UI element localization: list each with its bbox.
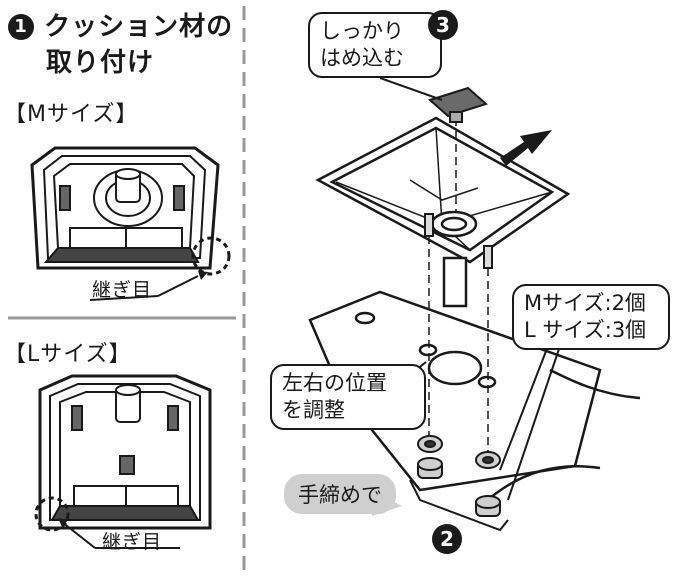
step1-title: 1 クッション材の — [8, 10, 233, 44]
m-size-tray — [30, 146, 231, 276]
step1-badge: 1 — [8, 14, 34, 40]
step3-callout: しっかり はめ込む — [308, 12, 442, 78]
step3-badge: 3 — [428, 10, 458, 40]
step1-title-line2: 取り付け — [46, 48, 155, 78]
count-line2: L サイズ:3個 — [524, 318, 647, 342]
step2-badge: 2 — [432, 524, 462, 554]
l-seam-label: 継ぎ目 — [102, 531, 163, 553]
m-seam-label: 継ぎ目 — [92, 279, 153, 301]
basin-tray — [315, 116, 571, 308]
hand-tighten-tag: 手締めで — [284, 474, 396, 514]
step3-pointer — [379, 77, 443, 101]
count-pointer-2 — [507, 345, 561, 501]
nuts — [417, 435, 501, 517]
l-seam-pointer — [61, 521, 96, 549]
direction-arrow — [500, 130, 552, 166]
count-pointer-1 — [499, 345, 549, 471]
step2-badge-wrap: 2 — [432, 524, 462, 554]
l-size-tray — [34, 374, 212, 532]
adjust-callout: 左右の位置 を調整 — [270, 364, 426, 430]
step3-badge-wrap: 3 — [428, 10, 458, 40]
adjust-line2: を調整 — [282, 398, 345, 422]
step3-line2: はめ込む — [320, 46, 404, 70]
cushion-cap — [428, 86, 488, 123]
step3-line1: しっかり — [320, 19, 404, 43]
m-size-label: 【Mサイズ】 — [4, 102, 139, 127]
step1-title-line1: クッション材の — [44, 12, 234, 42]
count-line1: Mサイズ:2個 — [524, 291, 646, 315]
count-callout: Mサイズ:2個 L サイズ:3個 — [512, 284, 670, 350]
m-seam-pointer — [157, 275, 199, 297]
alignment-lines — [428, 118, 489, 454]
adjust-line1: 左右の位置 — [282, 371, 387, 395]
l-size-label: 【Lサイズ】 — [4, 342, 132, 367]
